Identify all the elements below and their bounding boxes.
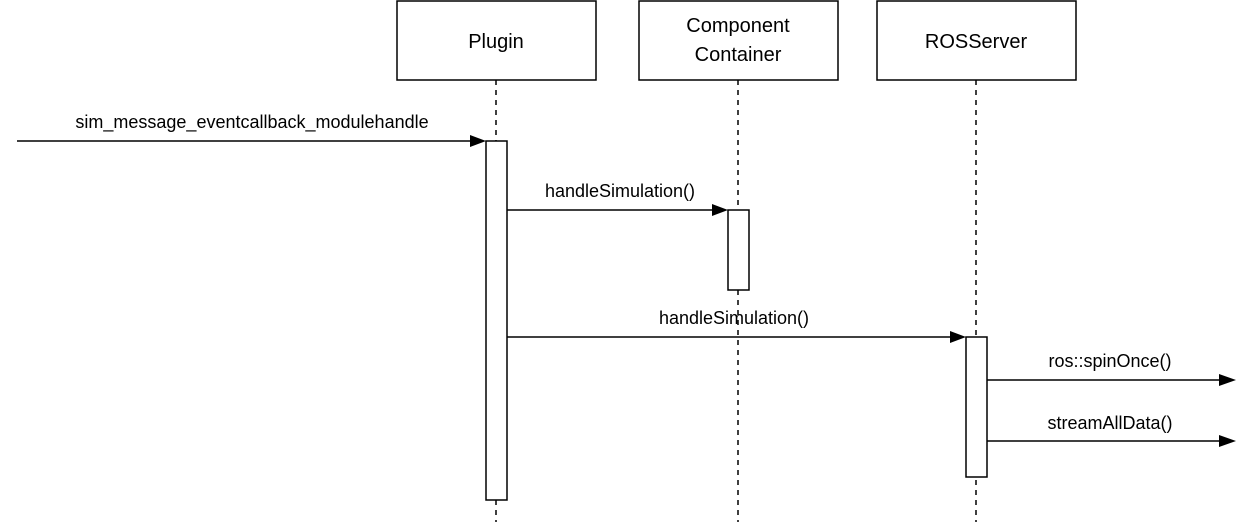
- participant-label: Plugin: [468, 31, 524, 53]
- participant-label: ROSServer: [925, 31, 1028, 53]
- participant-label-line-1: Component: [686, 15, 790, 37]
- message-ros-spin-once: ros::spinOnce(): [987, 351, 1236, 386]
- arrowhead-icon: [470, 135, 486, 147]
- activation-rosserver: [965, 336, 988, 478]
- message-label: streamAllData(): [1047, 413, 1172, 433]
- participant-rosserver: ROSServer: [876, 0, 1077, 81]
- arrowhead-icon: [1219, 374, 1236, 386]
- message-label: sim_message_eventcallback_modulehandle: [75, 112, 428, 133]
- participant-box: [638, 0, 839, 81]
- participant-component-container: Component Container: [638, 0, 839, 81]
- message-handle-simulation-to-container: handleSimulation(): [507, 181, 728, 216]
- participant-label-line-2: Container: [695, 44, 782, 66]
- message-stream-all-data: streamAllData(): [987, 413, 1236, 447]
- activation-component-container: [727, 209, 750, 291]
- message-label: handleSimulation(): [545, 181, 695, 201]
- participant-box: [876, 0, 1077, 81]
- arrowhead-icon: [712, 204, 728, 216]
- participant-box: [396, 0, 597, 81]
- arrowhead-icon: [1219, 435, 1236, 447]
- message-label: handleSimulation(): [659, 308, 809, 328]
- message-label: ros::spinOnce(): [1048, 351, 1171, 371]
- participant-plugin: Plugin: [396, 0, 597, 81]
- message-sim-message-eventcallback-modulehandle: sim_message_eventcallback_modulehandle: [17, 112, 486, 147]
- arrowhead-icon: [950, 331, 966, 343]
- message-handle-simulation-to-rosserver: handleSimulation(): [507, 308, 966, 343]
- activation-plugin: [485, 140, 508, 501]
